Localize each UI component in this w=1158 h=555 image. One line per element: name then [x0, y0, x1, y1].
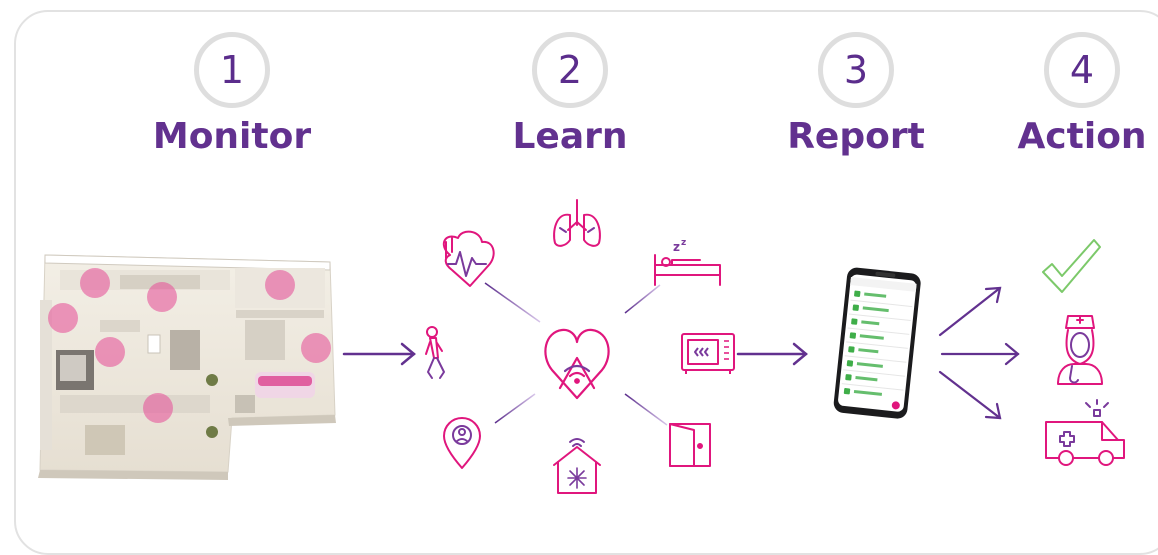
step-label-monitor: Monitor — [152, 116, 312, 157]
ambulance-icon — [1045, 399, 1125, 466]
nurse-icon — [1057, 315, 1103, 385]
step-number-4: 4 — [1044, 32, 1120, 108]
svg-text:z: z — [681, 238, 686, 248]
step-monitor: 1 Monitor — [152, 32, 312, 157]
step-label-action: Action — [1017, 116, 1147, 157]
step-action: 4 Action — [1002, 32, 1158, 157]
arrow-monitor-to-learn — [342, 342, 416, 366]
step-label-report: Report — [787, 116, 925, 157]
home-climate-icon — [553, 438, 601, 494]
heart-icon — [442, 230, 495, 287]
step-report: 3 Report — [776, 32, 936, 157]
sleep-bed-icon: z z — [654, 238, 721, 286]
location-pin-icon — [443, 417, 481, 469]
heart-home-center-icon — [544, 328, 610, 400]
step-number-2: 2 — [532, 32, 608, 108]
door-icon — [669, 423, 711, 467]
learn-spokes — [460, 253, 668, 445]
diagram-frame — [14, 10, 1158, 555]
smartphone-app-illustration — [833, 267, 921, 419]
microwave-icon — [681, 333, 735, 374]
step-learn: 2 Learn — [490, 32, 650, 157]
step-label-learn: Learn — [512, 116, 628, 157]
apartment-floorplan-illustration — [38, 254, 336, 480]
arrows-report-to-action — [938, 286, 1020, 420]
walking-person-icon — [425, 326, 445, 379]
svg-text:z: z — [673, 240, 680, 254]
lungs-icon — [553, 199, 601, 247]
step-number-3: 3 — [818, 32, 894, 108]
arrow-learn-to-report — [736, 342, 808, 366]
step-number-1: 1 — [194, 32, 270, 108]
check-icon — [1042, 239, 1101, 293]
